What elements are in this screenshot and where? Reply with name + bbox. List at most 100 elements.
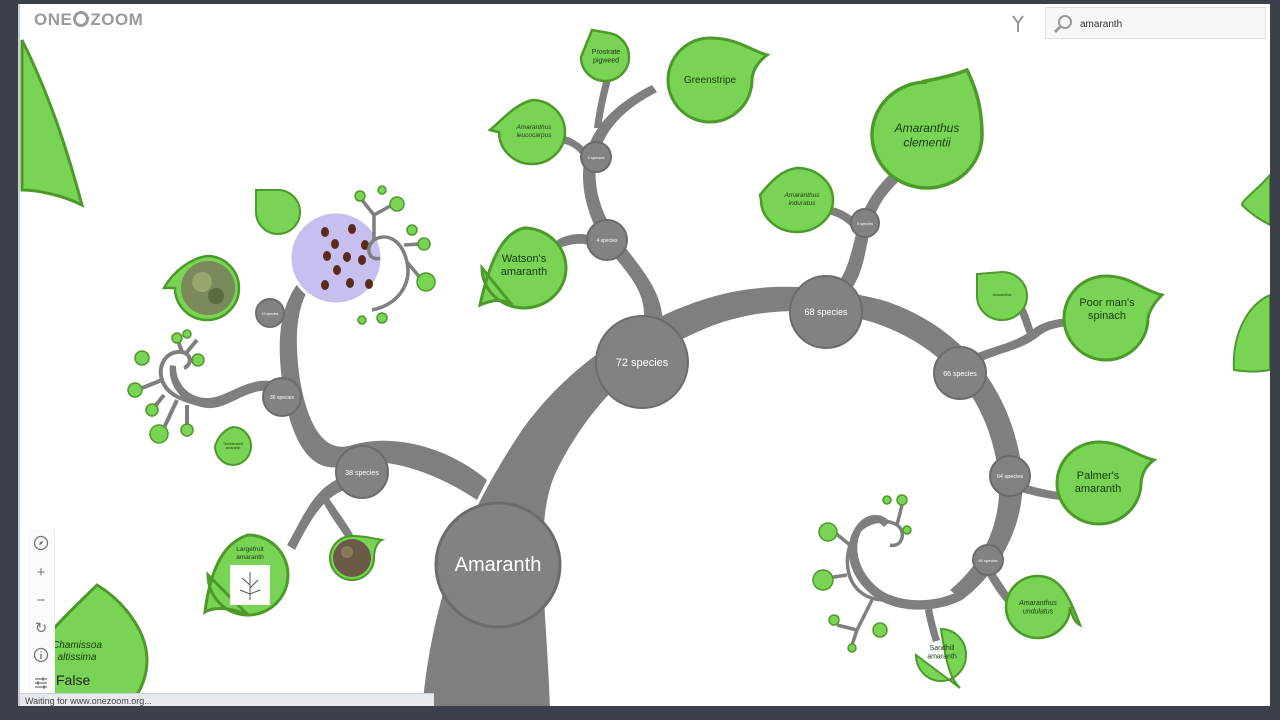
trunk-branch	[422, 286, 1023, 706]
leaf-undulatus-label: Amaranthus	[1018, 600, 1057, 607]
search-bar	[1045, 7, 1266, 39]
leaf-prostrate-label-line2: pigweed	[593, 57, 619, 64]
search-input[interactable]	[1078, 12, 1262, 36]
leaf-poorman-label: Poor man's	[1079, 297, 1135, 309]
leaf-greenstripe[interactable]: Greenstripe	[666, 36, 771, 124]
node-36[interactable]: 36 species	[262, 377, 302, 417]
node-3-label: 3 species	[588, 155, 605, 160]
compass-icon[interactable]	[31, 535, 51, 555]
leaf-photo-grass[interactable]	[161, 254, 241, 322]
node-66-label: 66 species	[943, 371, 977, 378]
zoom-in-icon[interactable]: +	[36, 564, 46, 581]
leaf-largefruit-label-line2: amaranth	[236, 554, 264, 561]
leaf-photo-soil[interactable]	[328, 534, 386, 581]
leaf-prostrate-label: Prostrate	[592, 49, 621, 56]
node-64[interactable]: 64 species	[989, 455, 1031, 497]
edge-leaf-right-1	[1240, 173, 1270, 227]
logo-zoom-icon	[73, 11, 90, 27]
node-5[interactable]: 5 species	[850, 208, 880, 238]
seeds-image[interactable]	[288, 210, 384, 306]
twig-leaves-left	[127, 329, 205, 444]
node-36-label: 36 species	[270, 395, 294, 401]
reset-icon[interactable]: ↻	[34, 620, 48, 637]
status-bar: Waiting for www.onezoom.org...	[20, 693, 434, 706]
tree-visualization[interactable]: 72 species 68 species 66 species 64 spec…	[20, 4, 1270, 706]
tree-canvas[interactable]: 72 species 68 species 66 species 64 spec…	[18, 4, 1270, 706]
zoom-controls: + − ↻	[28, 529, 55, 701]
leaf-undulatus-label-line2: undulatus	[1023, 608, 1054, 615]
node-72[interactable]: 72 species	[595, 315, 689, 409]
leaf-plain-top[interactable]	[255, 189, 302, 235]
leaf-smallleaf[interactable]: Amaranthus	[976, 270, 1029, 321]
node-72-label: 72 species	[616, 357, 669, 369]
plant-sketch-icon	[239, 572, 261, 600]
tree-icon[interactable]	[1008, 12, 1028, 34]
settings-icon[interactable]	[31, 675, 51, 695]
twig-cluster-top	[360, 198, 424, 312]
zoom-out-icon[interactable]: −	[36, 592, 46, 609]
node-3[interactable]: 3 species	[580, 141, 612, 173]
leaf-smallpalmer-label: Tumbleweed	[223, 442, 243, 446]
twig-leaves-bottom-right	[812, 494, 912, 653]
node-68[interactable]: 68 species	[789, 275, 863, 349]
leaf-clementii-label: Amaranthus	[894, 121, 960, 135]
node-38-label: 38 species	[345, 470, 379, 477]
leaf-sandhill-label-line2: amaranth	[927, 653, 957, 660]
svg-text:Amaranthus: Amaranthus	[993, 293, 1012, 297]
leaf-chamissoa-label-line2: altissima	[58, 652, 97, 663]
logo-text-right: ZOOM	[90, 10, 144, 29]
node-38[interactable]: 38 species	[335, 445, 389, 499]
twig-cluster-bottom-right	[826, 504, 905, 646]
search-icon[interactable]	[1052, 13, 1074, 35]
node-66[interactable]: 66 species	[933, 346, 987, 400]
node-10[interactable]: 10 species	[255, 298, 285, 328]
node-64-label: 64 species	[997, 474, 1024, 480]
info-icon[interactable]	[31, 647, 51, 667]
branch-inner-spiral	[848, 514, 962, 610]
node-68-label: 68 species	[804, 307, 848, 317]
edge-leaf-topleft	[20, 39, 85, 208]
leaf-leucocarpus-label-line2: leucocarpus	[516, 132, 552, 139]
leaf-leucocarpus-label: Amaranthus	[515, 124, 552, 131]
node-5-label: 5 species	[857, 222, 873, 226]
twig-cluster-left	[141, 337, 203, 433]
leaf-watson-label: Watson's	[502, 253, 547, 265]
false-label: False	[56, 672, 91, 688]
node-4[interactable]: 4 species	[586, 219, 628, 261]
twig-leaves-top	[354, 185, 436, 325]
branch-to-sandhill	[925, 608, 940, 642]
leaf-largefruit-label: Largefruit	[236, 546, 264, 553]
leaf-induratus-label-line2: induratus	[789, 200, 816, 207]
branch-38-lower	[287, 478, 356, 550]
node-10-label: 10 species	[262, 312, 279, 316]
node-4-label: 4 species	[596, 238, 618, 244]
node-60[interactable]: 60 species	[972, 544, 1004, 576]
root-node[interactable]: Amaranth	[434, 501, 562, 629]
leaf-induratus-label: Amaranthus	[783, 192, 820, 199]
leaf-palmer-label: Palmer's	[1077, 470, 1120, 482]
